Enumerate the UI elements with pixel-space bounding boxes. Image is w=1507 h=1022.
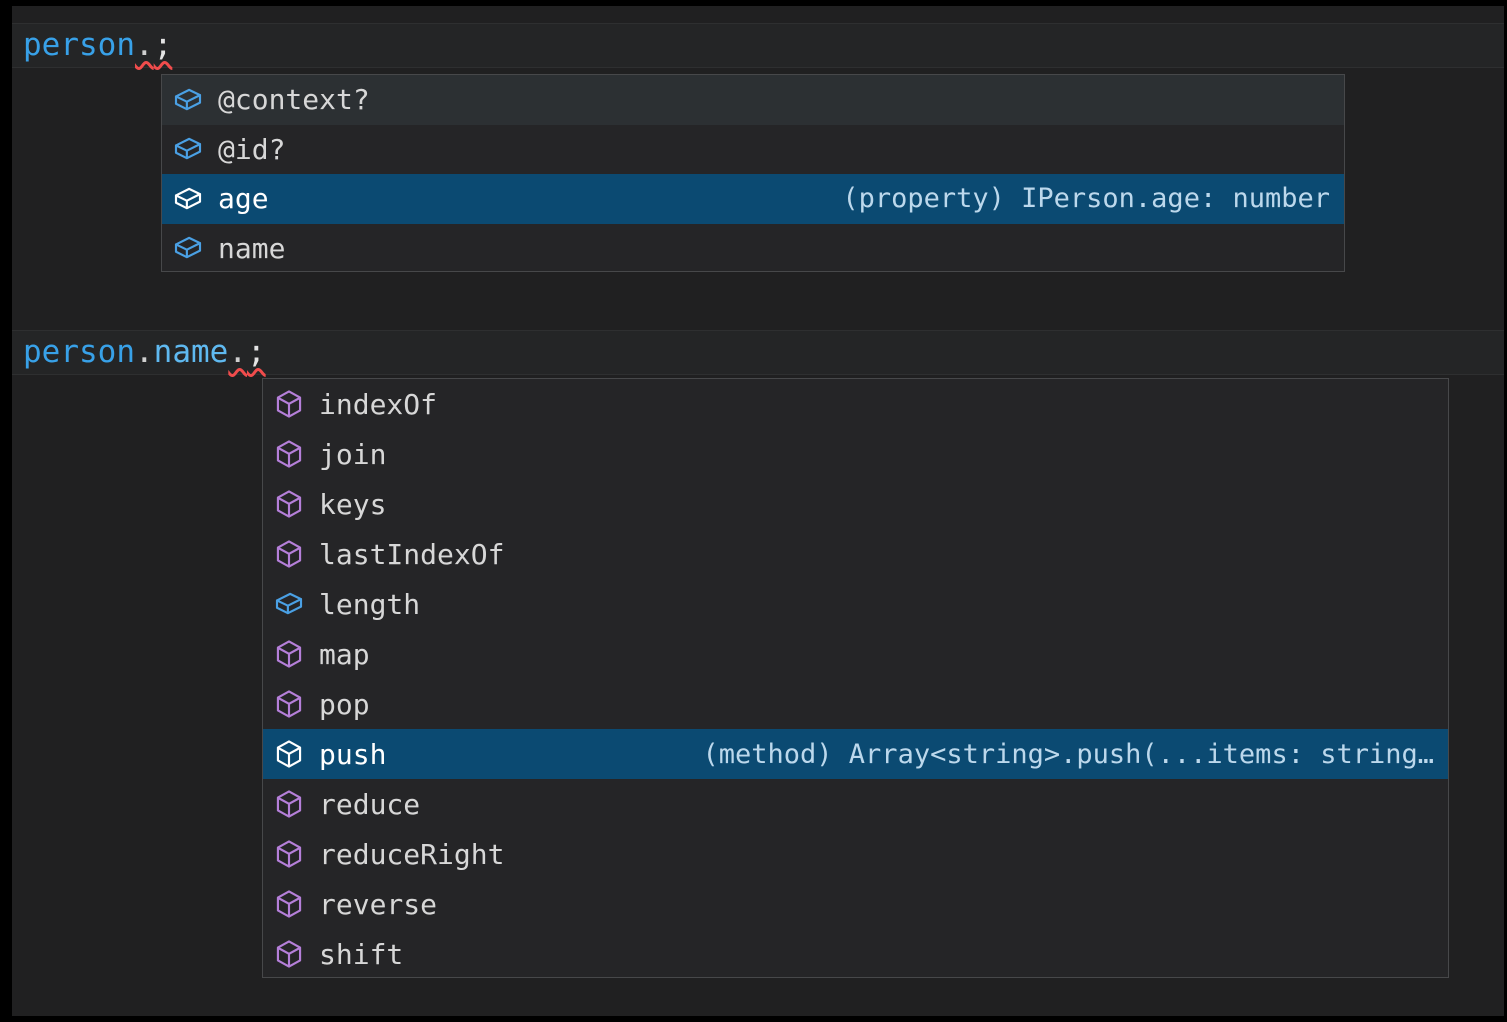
symbol-method-icon — [273, 838, 305, 870]
error-dot-token: . — [228, 334, 247, 370]
dot-token: . — [134, 334, 154, 370]
suggestion-detail: (method) Array<string>.push(...items: st… — [702, 738, 1435, 770]
symbol-method-icon — [273, 888, 305, 920]
suggestion-label: @context? — [218, 83, 370, 117]
suggestion-label: reverse — [319, 887, 438, 921]
suggestion-item-push[interactable]: push (method) Array<string>.push(...items… — [263, 729, 1448, 779]
symbol-method-icon — [273, 788, 305, 820]
suggestion-label: @id? — [218, 132, 286, 166]
suggestion-label: name — [218, 231, 286, 265]
suggestion-item-join[interactable]: join — [263, 429, 1448, 479]
symbol-method-icon — [273, 638, 305, 670]
suggest-widget-methods: indexOf join keys lastIndexOf length map pop pu… — [262, 378, 1449, 978]
suggestion-item-shift[interactable]: shift — [263, 929, 1448, 977]
identifier-token: person — [23, 334, 135, 370]
symbol-method-icon — [273, 688, 305, 720]
suggestion-label: keys — [319, 487, 387, 521]
suggestion-label: shift — [319, 937, 404, 971]
code-line-2[interactable]: person.name.; — [12, 330, 1504, 375]
error-dot-token: . — [134, 27, 154, 63]
suggestion-item-reduce[interactable]: reduce — [263, 779, 1448, 829]
suggestion-item-length[interactable]: length — [263, 579, 1448, 629]
property-token: name — [153, 334, 229, 370]
suggestion-detail: (property) IPerson.age: number — [842, 183, 1330, 215]
suggestion-item-reverse[interactable]: reverse — [263, 879, 1448, 929]
suggestion-item-indexof[interactable]: indexOf — [263, 379, 1448, 429]
suggestion-label: join — [319, 437, 387, 471]
symbol-method-icon — [273, 488, 305, 520]
suggestion-item-name[interactable]: name — [162, 224, 1344, 272]
symbol-field-icon — [172, 232, 204, 264]
symbol-method-icon — [273, 738, 305, 770]
suggestion-item-lastindexof[interactable]: lastIndexOf — [263, 529, 1448, 579]
suggestion-label: map — [319, 637, 370, 671]
symbol-method-icon — [273, 388, 305, 420]
suggestion-label: reduceRight — [319, 837, 505, 871]
suggestion-item-reduceright[interactable]: reduceRight — [263, 829, 1448, 879]
suggestion-item-map[interactable]: map — [263, 629, 1448, 679]
symbol-method-icon — [273, 938, 305, 970]
symbol-method-icon — [273, 438, 305, 470]
suggestion-label: pop — [319, 687, 370, 721]
suggestion-label: push — [319, 737, 387, 771]
symbol-field-icon — [273, 588, 305, 620]
suggestion-label: lastIndexOf — [319, 537, 505, 571]
suggestion-label: age — [218, 182, 269, 216]
suggestion-item-age[interactable]: age (property) IPerson.age: number — [162, 174, 1344, 224]
suggest-widget-properties: @context? @id? age (property) IPerson.age: … — [161, 74, 1345, 272]
suggestion-item-id[interactable]: @id? — [162, 125, 1344, 175]
suggestion-label: length — [319, 587, 421, 621]
symbol-method-icon — [273, 538, 305, 570]
suggestion-label: indexOf — [319, 387, 438, 421]
suggestion-item-context[interactable]: @context? — [162, 75, 1344, 125]
suggestion-item-keys[interactable]: keys — [263, 479, 1448, 529]
code-line-1[interactable]: person.; — [12, 23, 1504, 68]
code-editor[interactable]: person.; @context? @id? age (property) IPer… — [12, 6, 1504, 1016]
symbol-field-icon — [172, 183, 204, 215]
symbol-field-icon — [172, 84, 204, 116]
error-semicolon-token: ; — [153, 27, 173, 63]
symbol-field-icon — [172, 133, 204, 165]
identifier-token: person — [23, 27, 135, 63]
error-semicolon-token: ; — [246, 334, 266, 370]
suggestion-item-pop[interactable]: pop — [263, 679, 1448, 729]
suggestion-label: reduce — [319, 787, 421, 821]
